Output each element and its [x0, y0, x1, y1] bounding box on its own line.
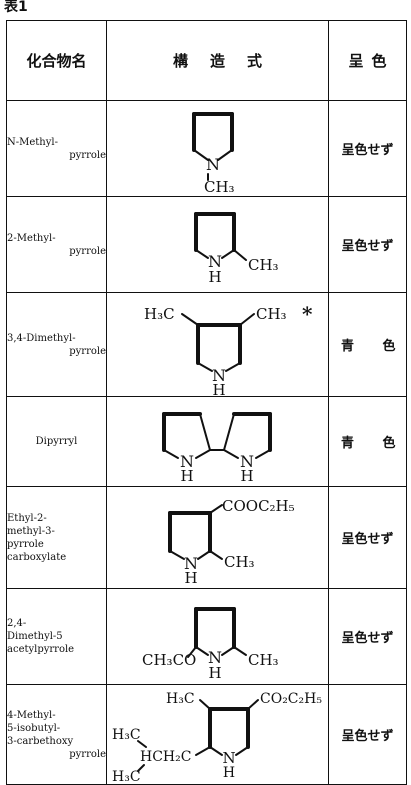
table-row: 2-Methyl- pyrrole N H CH₃ 呈色せず: [6, 196, 407, 293]
color-result: 呈色せず: [328, 684, 407, 785]
color-result: 青 色: [328, 396, 407, 487]
svg-text:CH₃: CH₃: [248, 256, 279, 274]
compound-name: 2-Methyl- pyrrole: [6, 196, 107, 293]
compound-name: 3,4-Dimethyl- pyrrole: [6, 292, 107, 397]
structure-dimethyl-acetylpyrrole: N H CH₃CO CH₃: [142, 606, 279, 682]
svg-text:CH₃: CH₃: [204, 178, 235, 194]
svg-text:H: H: [180, 467, 193, 484]
structure-3-4-dimethylpyrrole: H₃C CH₃ * N H: [144, 302, 313, 395]
color-result: 呈色せず: [328, 100, 407, 197]
color-result: 呈色せず: [328, 486, 407, 589]
svg-text:N: N: [222, 749, 235, 767]
structure-2-methylpyrrole: N H CH₃: [193, 211, 279, 286]
compound-name: Dipyrryl: [6, 396, 107, 487]
color-result: 青 色: [328, 292, 407, 397]
structure-cell: N H N H: [106, 396, 329, 487]
structure-cell: N CH₃: [106, 100, 329, 197]
compound-name: Ethyl-2- methyl-3- pyrrole carboxylate: [6, 486, 107, 589]
structure-cell: H₃C CO₂C₂H₅ N H H₃C HCH₂C H₃C: [106, 684, 329, 785]
table-header-row: 化合物名 構造式 呈色: [6, 20, 407, 101]
svg-text:H: H: [212, 381, 225, 395]
svg-text:N: N: [212, 366, 226, 385]
compound-name: 2,4- Dimethyl-5 acetylpyrrole: [6, 588, 107, 685]
svg-text:*: *: [302, 302, 313, 326]
table-caption: 表1: [4, 0, 28, 15]
header-color: 呈色: [328, 20, 407, 101]
structure-dipyrryl: N H N H: [161, 411, 272, 484]
color-result: 呈色せず: [328, 196, 407, 293]
svg-text:N: N: [240, 452, 254, 471]
svg-text:H₃C: H₃C: [144, 305, 175, 323]
compound-name: N-Methyl- pyrrole: [6, 100, 107, 197]
structure-ethyl-methylpyrrole-carboxylate: COOC₂H₅ N H CH₃: [167, 497, 295, 587]
structure-cell: H₃C CH₃ * N H: [106, 292, 329, 397]
svg-text:CH₃: CH₃: [224, 553, 255, 571]
color-result: 呈色せず: [328, 588, 407, 685]
structure-n-methylpyrrole: N CH₃: [191, 111, 235, 194]
svg-text:H: H: [184, 569, 197, 587]
compound-table: 化合物名 構造式 呈色 N-Methyl- pyrrole N CH₃ 呈色せず: [6, 20, 407, 785]
compound-name: 4-Methyl- 5-isobutyl- 3-carbethoxy pyrro…: [6, 684, 107, 785]
table-row: 3,4-Dimethyl- pyrrole H₃C CH₃ * N H 青 色: [6, 292, 407, 397]
svg-text:HCH₂C: HCH₂C: [140, 749, 191, 765]
table-row: N-Methyl- pyrrole N CH₃ 呈色せず: [6, 100, 407, 197]
table-row: 2,4- Dimethyl-5 acetylpyrrole N H CH₃CO …: [6, 588, 407, 685]
svg-text:H₃C: H₃C: [166, 691, 195, 707]
svg-text:H₃C: H₃C: [112, 769, 141, 783]
structure-cell: COOC₂H₅ N H CH₃: [106, 486, 329, 589]
svg-text:H: H: [208, 268, 221, 286]
structure-cell: N H CH₃CO CH₃: [106, 588, 329, 685]
svg-text:COOC₂H₅: COOC₂H₅: [222, 497, 295, 515]
svg-text:H: H: [208, 664, 221, 682]
structure-cell: N H CH₃: [106, 196, 329, 293]
table-row: Dipyrryl N H N H 青 色: [6, 396, 407, 487]
svg-text:N: N: [208, 252, 222, 271]
svg-text:CO₂C₂H₅: CO₂C₂H₅: [260, 691, 322, 707]
svg-text:N: N: [206, 155, 220, 174]
table-row: 4-Methyl- 5-isobutyl- 3-carbethoxy pyrro…: [6, 684, 407, 785]
svg-text:CH₃: CH₃: [248, 651, 279, 669]
header-compound-name: 化合物名: [6, 20, 107, 101]
svg-text:CH₃CO: CH₃CO: [142, 651, 196, 669]
svg-text:N: N: [180, 452, 194, 471]
svg-text:H: H: [240, 467, 253, 484]
svg-text:H₃C: H₃C: [112, 727, 141, 743]
svg-text:N: N: [184, 554, 198, 573]
header-structure: 構造式: [106, 20, 329, 101]
svg-text:N: N: [208, 648, 222, 667]
table-row: Ethyl-2- methyl-3- pyrrole carboxylate C…: [6, 486, 407, 589]
svg-text:CH₃: CH₃: [256, 305, 287, 323]
structure-methyl-isobutyl-carbethoxypyrrole: H₃C CO₂C₂H₅ N H H₃C HCH₂C H₃C: [112, 691, 322, 783]
